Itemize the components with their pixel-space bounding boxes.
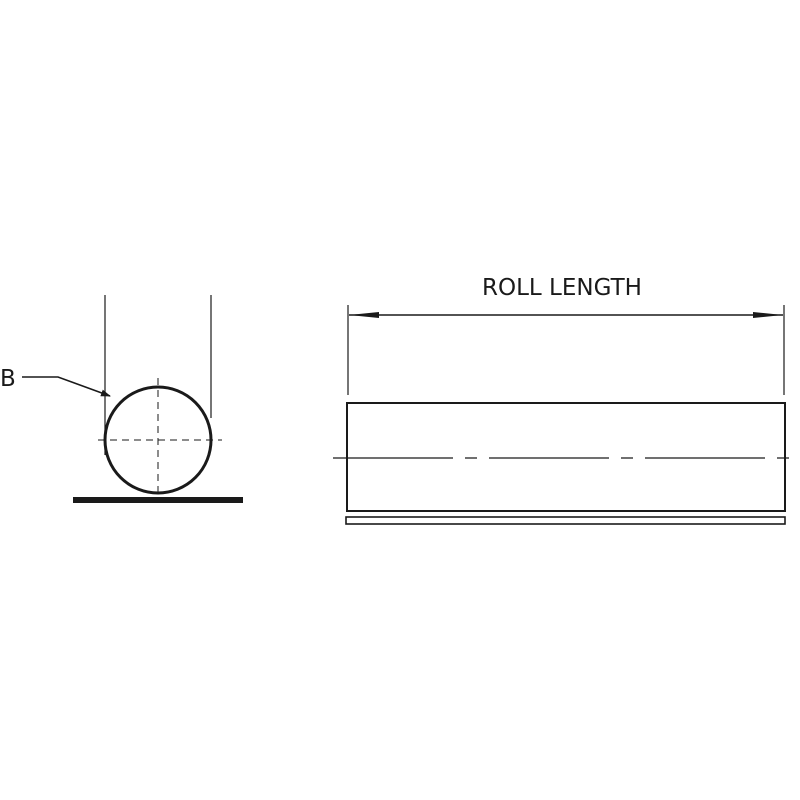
callout-label-b: B [0,366,16,392]
base-plate-side [345,516,786,525]
base-plate [73,497,243,503]
side-view: ROLL LENGTH [333,275,798,525]
end-view: B [0,295,243,503]
dimension-label-roll-length: ROLL LENGTH [482,275,642,301]
callout-leader [22,376,111,397]
roll-body [346,402,786,512]
